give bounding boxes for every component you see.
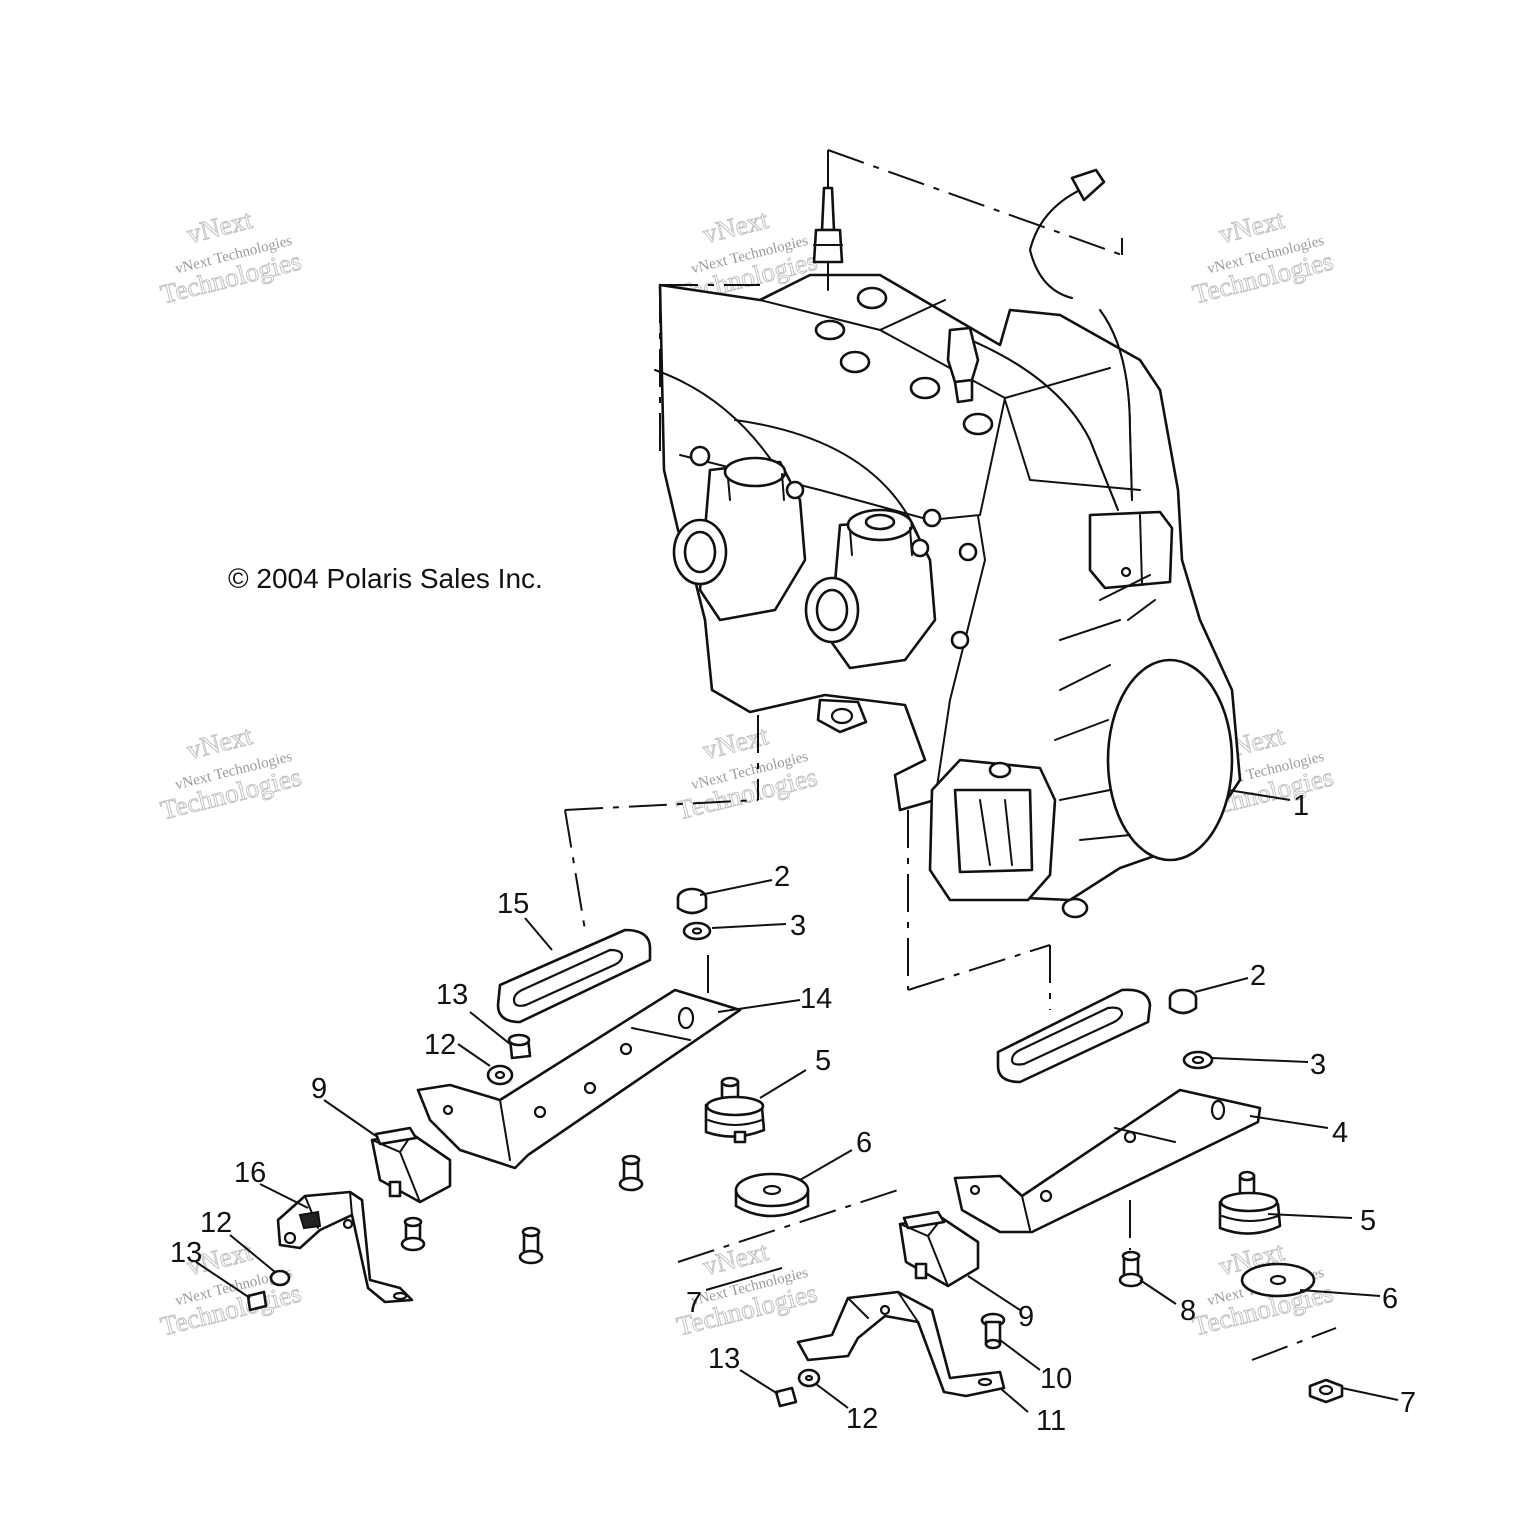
watermark-top-left-line1: vNext [184,204,256,249]
watermark-top-center-line1: vNext [700,204,772,249]
callout-12-lower-right: 12 [846,1403,878,1435]
part-6-spacer-left [734,1172,810,1218]
part-8-bolt [1118,1250,1144,1288]
callout-4: 4 [1332,1117,1348,1149]
part-10-bolt [980,1312,1006,1350]
callout-9-left: 9 [311,1073,327,1105]
callout-6-right: 6 [1382,1283,1398,1315]
part-12-washer-lower-left [269,1269,291,1287]
callout-11: 11 [1036,1405,1066,1437]
carburetor-right [804,508,937,670]
part-5-rubber-mount-right [1218,1170,1282,1235]
callout-5-left: 5 [815,1045,831,1077]
part-2-lock-nut-right [1168,988,1198,1015]
callout-5-right: 5 [1360,1205,1376,1237]
callout-3-right: 3 [1310,1049,1326,1081]
callout-12-upper: 12 [424,1029,456,1061]
callout-10: 10 [1040,1363,1072,1395]
flywheel-cover [1054,574,1234,862]
part-6-spacer-right [1240,1262,1316,1298]
part-5-rubber-mount-left [704,1076,766,1144]
spark-plug-cap-top [1070,168,1106,202]
watermark-bottom-center: vNext vNext Technologies Technologies [673,1236,821,1342]
carburetor-left [672,456,807,622]
engine-block [658,273,1242,902]
part-7-nut-right [1308,1378,1344,1404]
spark-plug-left [812,186,844,291]
callout-9-right: 9 [1018,1301,1034,1333]
callout-15: 15 [497,888,529,920]
part-11-bracket [796,1290,1006,1398]
recoil-starter-handle [928,758,1057,902]
callout-labels: 1 2 3 15 13 14 12 5 9 6 16 12 13 7 2 3 4… [170,790,1416,1437]
callout-3-left: 3 [790,910,806,942]
callout-16: 16 [234,1157,266,1189]
watermark-mid-left-line1: vNext [184,720,256,765]
watermark-mid-left: vNext vNext Technologies Technologies [157,720,305,826]
part-9-mount-block-left [370,1126,452,1204]
part-13-nut-upper [507,1033,532,1060]
part-2-lock-nut-left [676,887,708,915]
ignition-coil [1088,510,1174,590]
callout-14: 14 [800,983,832,1015]
callout-1: 1 [1293,790,1309,822]
part-14-mounting-bracket-left [416,988,742,1170]
part-16-bracket [276,1190,414,1304]
part-9-mount-block-right [898,1210,980,1288]
watermark-top-left: vNext vNext Technologies Technologies [157,204,305,310]
left-loose-bolts [400,1154,644,1265]
watermark-mid-center: vNext vNext Technologies Technologies [673,720,821,826]
callout-13-lower-right: 13 [708,1343,740,1375]
throttle-cable-right [734,419,921,541]
spark-plug-right [946,326,980,404]
callout-2-left: 2 [774,861,790,893]
watermark-mid-center-line1: vNext [700,720,772,765]
leader-lines [195,789,1399,1413]
watermark-top-right: vNext vNext Technologies Technologies [1189,204,1337,310]
callout-12-lower-left: 12 [200,1207,232,1239]
part-13-nut-lower-right [774,1386,798,1408]
assembly-dash-lines [564,149,1337,1361]
part-13-nut-lower-left [246,1290,268,1312]
watermark-top-right-line1: vNext [1216,204,1288,249]
callout-2-right: 2 [1250,960,1266,992]
callout-7-left: 7 [686,1287,702,1319]
callout-13-lower-left: 13 [170,1237,202,1269]
part-15-mounting-plate-right [996,988,1152,1084]
head-bolts [689,286,994,650]
part-4-mounting-bracket-right [953,1088,1262,1234]
copyright-notice: © 2004 Polaris Sales Inc. [228,563,543,594]
callout-6-left: 6 [856,1127,872,1159]
callout-7-right: 7 [1400,1387,1416,1419]
callout-13-upper: 13 [436,979,468,1011]
callout-8: 8 [1180,1295,1196,1327]
part-15-mounting-plate [496,928,652,1024]
engine-assembly [654,168,1242,919]
